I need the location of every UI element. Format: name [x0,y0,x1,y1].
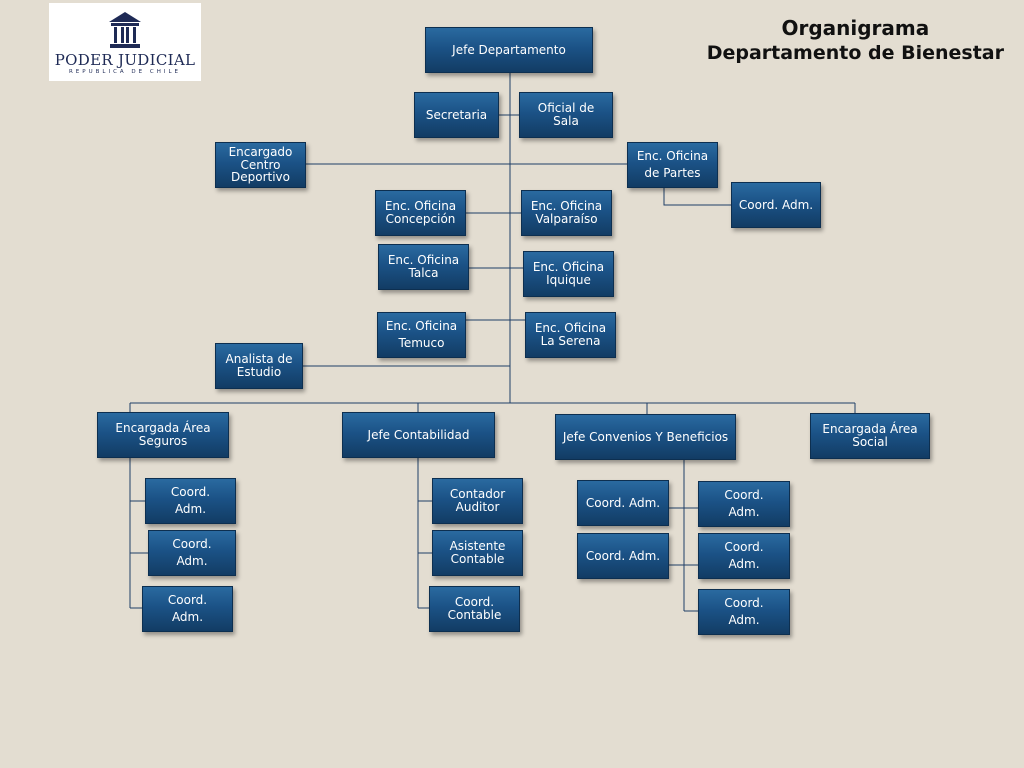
node-convenios-coord-left-2: Coord. Adm. [577,533,669,579]
node-enc-oficina-valparaiso: Enc. Oficina Valparaíso [521,190,612,236]
poder-judicial-logo: PODER JUDICIAL REPUBLICA DE CHILE [49,3,201,81]
node-seguros-coord-1: Coord. Adm. [145,478,236,524]
node-contador-auditor: Contador Auditor [432,478,523,524]
node-encargada-area-social: Encargada Área Social [810,413,930,459]
node-secretaria: Secretaria [414,92,499,138]
node-coord-contable: Coord. Contable [429,586,520,632]
node-asistente-contable: Asistente Contable [432,530,523,576]
node-seguros-coord-3: Coord. Adm. [142,586,233,632]
title-line-2: Departamento de Bienestar [706,42,1004,64]
node-convenios-coord-left-1: Coord. Adm. [577,480,669,526]
node-enc-oficina-temuco: Enc. Oficina Temuco [377,312,466,358]
node-enc-oficina-talca: Enc. Oficina Talca [378,244,469,290]
node-jefe-convenios-beneficios: Jefe Convenios Y Beneficios [555,414,736,460]
node-convenios-coord-right-2: Coord. Adm. [698,533,790,579]
node-enc-oficina-iquique: Enc. Oficina Iquique [523,251,614,297]
node-enc-oficina-partes: Enc. Oficina de Partes [627,142,718,188]
node-coord-partes: Coord. Adm. [731,182,821,228]
page-title: Organigrama Departamento de Bienestar [707,16,1004,64]
node-enc-oficina-la-serena: Enc. Oficina La Serena [525,312,616,358]
node-enc-oficina-concepcion: Enc. Oficina Concepción [375,190,466,236]
node-oficial-de-sala: Oficial de Sala [519,92,613,138]
courthouse-icon [109,12,141,48]
node-encargada-area-seguros: Encargada Área Seguros [97,412,229,458]
logo-subtitle: REPUBLICA DE CHILE [68,69,182,75]
node-convenios-coord-right-3: Coord. Adm. [698,589,790,635]
logo-name: PODER JUDICIAL [54,51,196,69]
node-encargado-centro-deportivo: Encargado Centro Deportivo [215,142,306,188]
node-convenios-coord-right-1: Coord. Adm. [698,481,790,527]
node-jefe-departamento: Jefe Departamento [425,27,593,73]
title-line-1: Organigrama [781,16,930,40]
node-jefe-contabilidad: Jefe Contabilidad [342,412,495,458]
node-seguros-coord-2: Coord. Adm. [148,530,236,576]
node-analista-estudio: Analista de Estudio [215,343,303,389]
